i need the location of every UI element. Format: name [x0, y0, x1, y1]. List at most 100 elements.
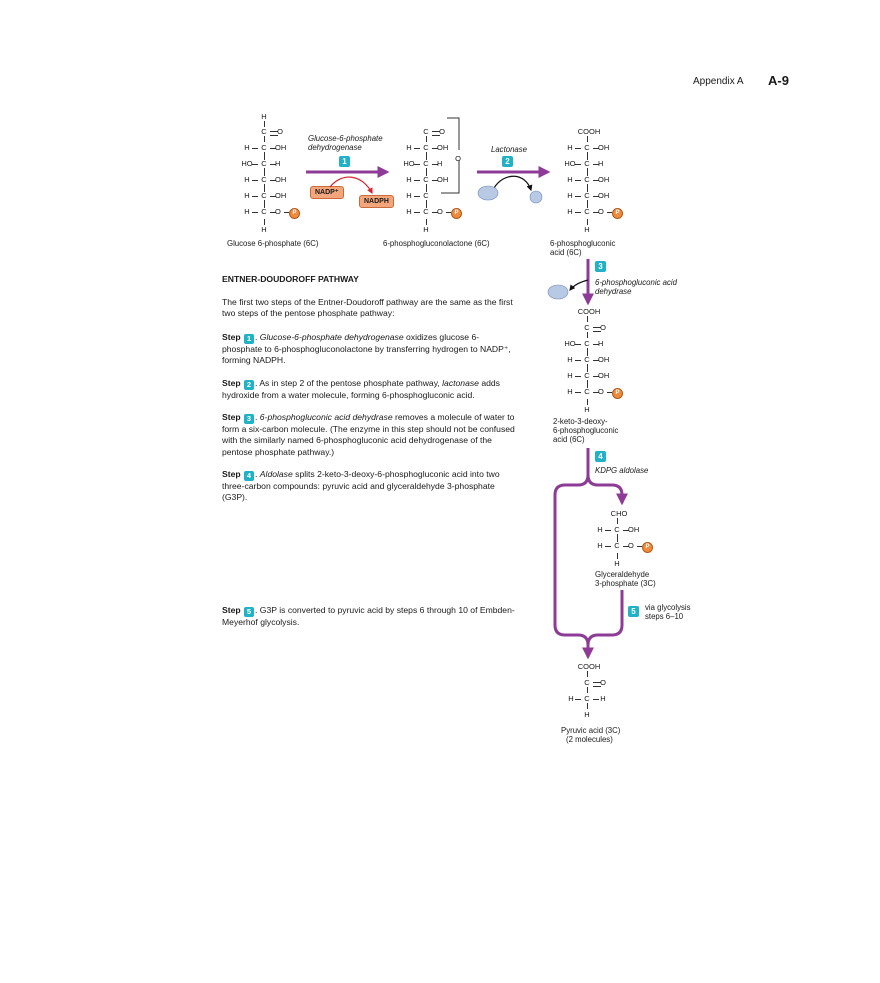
atom: C — [584, 207, 590, 216]
atom: C — [584, 387, 590, 396]
atom: H — [244, 191, 250, 200]
atom: C — [584, 339, 590, 348]
atom: OH — [598, 191, 610, 200]
caption-6-phosphogluconic-line2: acid (6C) — [550, 248, 582, 257]
atom: C — [261, 191, 267, 200]
inline-step-badge-5: 5 — [244, 607, 255, 617]
enzyme-name: Aldolase — [259, 469, 293, 479]
atom: C — [261, 159, 267, 168]
ring-oxygen: O — [455, 154, 461, 163]
enzyme-step4: KDPG aldolase — [595, 466, 649, 475]
atom: H — [406, 191, 412, 200]
atom: OH — [598, 355, 610, 364]
caption-kdpg-line3: acid (6C) — [553, 435, 585, 444]
atom: H — [567, 355, 573, 364]
atom: C — [261, 207, 267, 216]
atom: H — [584, 710, 590, 719]
atom: C — [261, 143, 267, 152]
atom: HO — [403, 159, 415, 168]
enzyme-step1-line1: Glucose-6-phosphate — [308, 134, 383, 143]
inline-step-badge-3: 3 — [244, 414, 255, 424]
step5-paragraph: Step 5. G3P is converted to pyruvic acid… — [222, 605, 517, 628]
atom: H — [597, 541, 603, 550]
punct: . — [255, 469, 260, 479]
atom: H — [597, 525, 603, 534]
atom: C — [423, 207, 429, 216]
enzyme-name: 6-phosphogluconic acid dehydrase — [259, 412, 393, 422]
phosphate-icon: P — [612, 387, 623, 399]
atom: O — [275, 207, 281, 216]
caption-g3p-line1: Glyceraldehyde — [595, 570, 650, 579]
inline-step-badge-4: 4 — [244, 471, 255, 481]
enzyme-step1-line2: dehydrogenase — [308, 143, 362, 152]
atom: HO — [564, 159, 576, 168]
atom: H — [244, 207, 250, 216]
enzyme-step3-line2: dehydrase — [595, 287, 632, 296]
atom: H — [568, 694, 574, 703]
atom: C — [584, 175, 590, 184]
atom: H — [584, 405, 590, 414]
atom: HO — [564, 339, 576, 348]
phosphate-icon: P — [289, 207, 300, 219]
atom: O — [600, 323, 606, 332]
step3-text: removes a molecule of water to form a si… — [222, 412, 515, 457]
atom: H — [567, 175, 573, 184]
inline-step-badge-1: 1 — [244, 334, 255, 344]
atom: C — [584, 694, 590, 703]
atom: H — [567, 207, 573, 216]
arrow-water-out-step3 — [569, 279, 589, 291]
step2-text-a: . As in step 2 of the pentose phosphate … — [255, 378, 443, 388]
caption-6-phosphogluconolactone: 6-phosphogluconolactone (6C) — [383, 239, 490, 248]
enzyme-name: lactonase — [442, 378, 479, 388]
step-word: Step — [222, 469, 241, 479]
step-badge-5: 5 — [628, 606, 639, 617]
atom: C — [423, 175, 429, 184]
enzyme-step3-line1: 6-phosphogluconic acid — [595, 278, 677, 287]
atom: H — [261, 112, 267, 121]
atom: OH — [598, 175, 610, 184]
atom: C — [261, 127, 267, 136]
step-word: Step — [222, 332, 241, 342]
atom: COOH — [577, 307, 601, 316]
atom: O — [600, 678, 606, 687]
step-badge-3: 3 — [595, 261, 606, 272]
step4-text: splits 2-keto-3-deoxy-6-phosphogluconic … — [222, 469, 500, 503]
atom: O — [437, 207, 443, 216]
phosphate-icon: P — [612, 207, 623, 219]
atom: H — [244, 175, 250, 184]
atom: O — [598, 387, 604, 396]
step-badge-1: 1 — [339, 156, 350, 167]
cofactor-nadph: NADPH — [359, 195, 394, 208]
step1-paragraph: Step 1. Glucose-6-phosphate dehydrogenas… — [222, 332, 517, 367]
step-word: Step — [222, 605, 241, 615]
atom: H — [423, 225, 429, 234]
atom: C — [584, 323, 590, 332]
atom: OH — [598, 371, 610, 380]
step4-paragraph: Step 4. Aldolase splits 2-keto-3-deoxy-6… — [222, 469, 517, 504]
atom: H — [598, 339, 604, 348]
atom: C — [423, 127, 429, 136]
atom: C — [614, 541, 620, 550]
atom: OH — [598, 143, 610, 152]
punct: . — [255, 412, 260, 422]
step1-text: oxidizes glucose 6-phosphate to 6-phosph… — [222, 332, 511, 366]
enzyme-name: Glucose-6-phosphate dehydrogenase — [259, 332, 404, 342]
caption-glucose-6-phosphate: Glucose 6-phosphate (6C) — [227, 239, 319, 248]
section-title: ENTNER-DOUDOROFF PATHWAY — [222, 274, 359, 284]
atom: C — [584, 355, 590, 364]
step5-label-line1: via glycolysis — [645, 603, 691, 612]
cofactor-nadp: NADP⁺ — [310, 186, 344, 199]
atom: OH — [275, 175, 287, 184]
atom: H — [600, 694, 606, 703]
caption-kdpg-line1: 2-keto-3-deoxy- — [553, 417, 608, 426]
atom: H — [567, 387, 573, 396]
atom: OH — [275, 191, 287, 200]
phosphate-icon: P — [451, 207, 462, 219]
atom: CHO — [610, 509, 628, 518]
atom: O — [598, 207, 604, 216]
atom: H — [598, 159, 604, 168]
atom: O — [439, 127, 445, 136]
step-badge-2: 2 — [502, 156, 513, 167]
atom: HO — [241, 159, 253, 168]
step2-text-b: adds hydroxide from a water molecule, fo… — [222, 378, 500, 400]
